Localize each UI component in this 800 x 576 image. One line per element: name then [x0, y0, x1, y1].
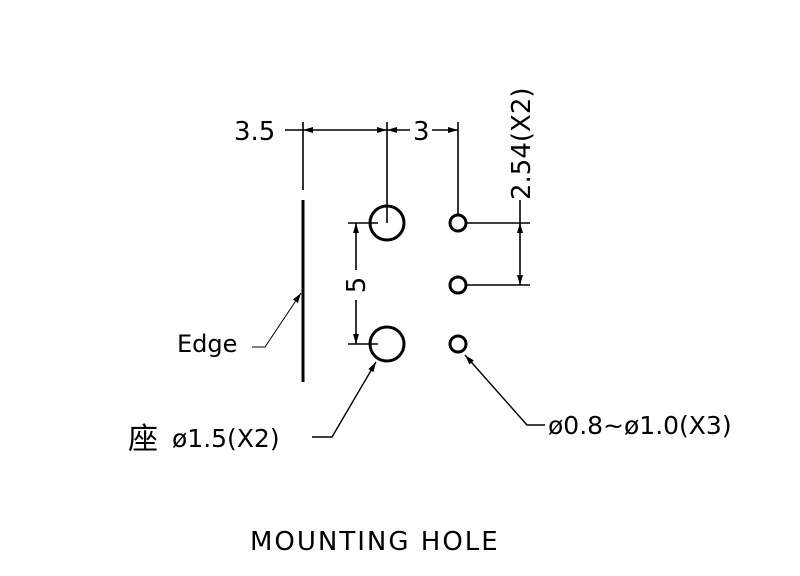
edge-label: Edge	[177, 330, 237, 358]
dim-2-54-label: 2.54(X2)	[507, 87, 537, 200]
large-hole-label: ø1.5(X2)	[172, 424, 280, 453]
large-hole-leader	[312, 361, 377, 438]
small-hole	[448, 213, 468, 233]
small-hole-leader	[464, 354, 545, 426]
large-hole-prefix: 座	[128, 422, 158, 457]
dim-5-label: 5	[342, 277, 372, 294]
small-hole	[448, 334, 468, 354]
dim-3-label: 3	[413, 117, 430, 147]
small-hole-label: ø0.8~ø1.0(X3)	[548, 411, 732, 440]
edge-leader	[252, 292, 302, 348]
drawing-title: MOUNTING HOLE	[250, 527, 500, 557]
dim-3-5-label: 3.5	[234, 117, 275, 147]
small-hole	[448, 275, 468, 295]
